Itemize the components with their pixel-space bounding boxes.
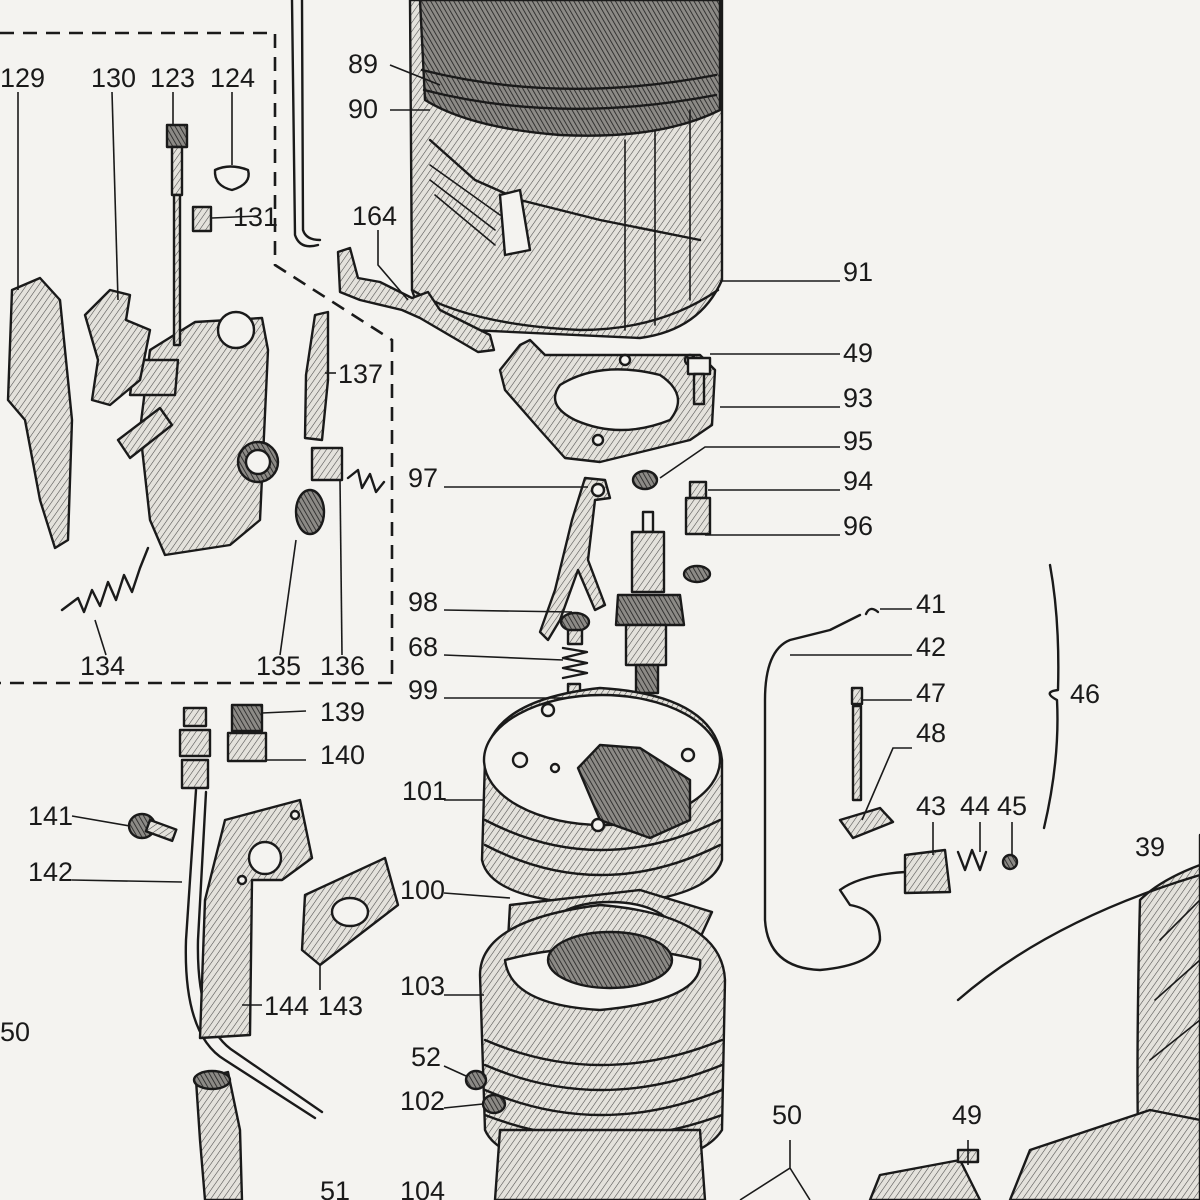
label-89: 89 [348, 49, 378, 79]
label-95: 95 [843, 426, 873, 456]
spring-134 [60, 546, 150, 614]
plug-cap-43 [903, 848, 952, 895]
label-141: 141 [28, 801, 73, 831]
bracket-164 [336, 246, 496, 354]
label-144: 144 [264, 991, 309, 1021]
label-136: 136 [320, 651, 365, 681]
label-140: 140 [320, 740, 365, 770]
valve-136 [310, 446, 386, 494]
label-135: 135 [256, 651, 301, 681]
crankcase-fragment [868, 1108, 1200, 1200]
label-41: 41 [916, 589, 946, 619]
gasket-143 [300, 856, 400, 967]
cylinder-head-101 [480, 686, 724, 907]
bolt-49 [686, 356, 712, 406]
label-97: 97 [408, 463, 438, 493]
leader-lines [17, 64, 1013, 1200]
label-68: 68 [408, 632, 438, 662]
label-39: 39 [1135, 832, 1165, 862]
label-139: 139 [320, 697, 365, 727]
pipe-51 [192, 1069, 244, 1200]
washer-96 [682, 564, 712, 584]
group-bracket-46 [1042, 563, 1060, 830]
spring-44 [956, 848, 988, 872]
label-51: 51 [320, 1176, 350, 1200]
label-129: 129 [0, 63, 45, 93]
washer-45 [1001, 853, 1019, 871]
label-137: 137 [338, 359, 383, 389]
spring-68 [561, 646, 589, 680]
label-123: 123 [150, 63, 195, 93]
label-93: 93 [843, 383, 873, 413]
label-103: 103 [400, 971, 445, 1001]
label-100: 100 [400, 875, 445, 905]
label-50-left: 50 [0, 1017, 30, 1047]
label-99: 99 [408, 675, 438, 705]
label-98: 98 [408, 587, 438, 617]
clip-130 [83, 288, 152, 407]
screw-98 [559, 611, 591, 646]
label-49-top: 49 [843, 338, 873, 368]
label-45: 45 [997, 791, 1027, 821]
spacer-94 [684, 480, 712, 536]
label-94: 94 [843, 466, 873, 496]
label-142: 142 [28, 857, 73, 887]
label-101: 101 [402, 776, 447, 806]
label-143: 143 [318, 991, 363, 1021]
terminal-47 [850, 686, 864, 802]
air-filter-housing [408, 0, 724, 340]
nut-95 [631, 469, 659, 491]
ht-lead-42 [763, 607, 907, 972]
label-49-bottom: 49 [952, 1100, 982, 1130]
label-134: 134 [80, 651, 125, 681]
label-130: 130 [91, 63, 136, 93]
label-90: 90 [348, 94, 378, 124]
label-124: 124 [210, 63, 255, 93]
carburettor-body [116, 310, 280, 557]
intake-manifold-144 [198, 798, 314, 1040]
label-102: 102 [400, 1086, 445, 1116]
float-needle-123 [165, 123, 189, 347]
jet-131 [191, 205, 213, 233]
label-164: 164 [352, 201, 397, 231]
label-46: 46 [1070, 679, 1100, 709]
spark-plug [614, 510, 686, 695]
carburettor-group-box [0, 31, 394, 685]
terminal-lug-48 [838, 806, 895, 840]
washer-102 [481, 1093, 507, 1115]
part-labels: 129 130 123 124 131 134 135 136 137 164 … [0, 49, 1165, 1200]
label-44: 44 [960, 791, 990, 821]
bolt-141 [127, 812, 178, 843]
label-131: 131 [233, 202, 278, 232]
label-43: 43 [916, 791, 946, 821]
washer-124 [213, 165, 250, 192]
nut-52 [464, 1069, 488, 1091]
bracket-97 [538, 476, 612, 642]
filter-135 [294, 488, 326, 536]
wire-link [290, 0, 322, 248]
label-42: 42 [916, 632, 946, 662]
label-104: 104 [400, 1176, 445, 1200]
label-96: 96 [843, 511, 873, 541]
banjo-139 [226, 703, 268, 763]
lever-129 [6, 276, 74, 550]
label-52: 52 [411, 1042, 441, 1072]
fitting-142 [178, 706, 212, 790]
plate-93-cutout [553, 368, 680, 432]
label-50-bottom: 50 [772, 1100, 802, 1130]
label-48: 48 [916, 718, 946, 748]
label-47: 47 [916, 678, 946, 708]
label-91: 91 [843, 257, 873, 287]
lever-137 [303, 310, 330, 442]
cylinder-103 [478, 903, 727, 1200]
